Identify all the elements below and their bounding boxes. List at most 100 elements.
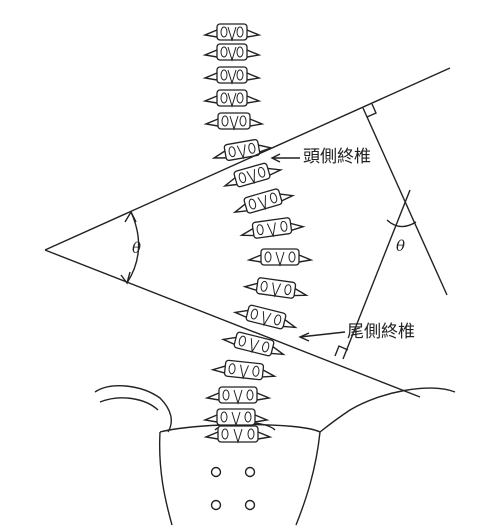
vertebra-6	[211, 138, 274, 162]
vertebra-process-right	[298, 254, 314, 263]
vertebra-process-right	[249, 118, 265, 127]
vertebra-spinous	[262, 311, 272, 327]
vertebra-pedicle-right	[252, 365, 260, 377]
vertebra-10	[246, 248, 314, 267]
vertebra-spinous	[227, 26, 237, 42]
vertebra-body	[260, 248, 300, 266]
vertebra-body	[251, 217, 293, 239]
sacral-foramen-1	[210, 466, 222, 478]
vertebra-process-right	[257, 431, 273, 440]
vertebra-body	[217, 112, 251, 130]
vertebra-pedicle-left	[228, 146, 236, 158]
vertebra-process-left	[242, 282, 258, 291]
vertebra-pedicle-right	[244, 411, 252, 423]
angle-theta-right: θ	[396, 237, 406, 255]
vertebra-17	[203, 425, 273, 444]
vertebra-process-right	[271, 346, 286, 356]
vertebra-pedicle-left	[221, 115, 229, 127]
vertebra-process-right	[254, 414, 270, 423]
vertebra-process-right	[279, 193, 296, 202]
vertebra-process-right	[246, 72, 262, 81]
vertebra-process-left	[222, 177, 238, 187]
caudal-endplate-label: 尾側終椎	[347, 322, 415, 342]
vertebra-pedicle-left	[238, 172, 247, 184]
vertebra-5	[203, 112, 265, 131]
left-arc-arrow-bottom	[120, 271, 131, 285]
vertebral-column	[202, 23, 314, 444]
vertebra-16	[202, 408, 270, 427]
vertebra-spinous	[240, 364, 249, 380]
vertebra-spinous	[275, 251, 285, 267]
vertebra-spinous	[236, 144, 246, 160]
vertebra-process-right	[246, 95, 262, 104]
sacral-foramen-3	[210, 499, 222, 511]
vertebra-spinous	[233, 389, 243, 405]
vertebra-pedicle-right	[280, 220, 288, 232]
right-angle-arc	[386, 219, 417, 228]
vertebra-pedicle-left	[256, 224, 264, 236]
vertebra-process-right	[283, 319, 298, 329]
vertebra-8	[232, 188, 296, 214]
vertebra-pedicle-left	[220, 411, 228, 423]
vertebra-pedicle-left	[238, 335, 247, 347]
vertebra-spinous	[266, 222, 276, 238]
vertebra-body	[217, 425, 259, 443]
vertebra-7	[222, 162, 284, 188]
cranial-endplate-label: 頭側終椎	[303, 147, 371, 167]
vertebra-process-left	[202, 414, 218, 423]
vertebra-process-left	[202, 72, 218, 81]
sacral-foramina	[210, 466, 256, 511]
vertebra-pedicle-left	[220, 69, 228, 81]
vertebra-11	[242, 277, 309, 299]
vertebra-pedicle-right	[239, 115, 247, 127]
vertebra-process-right	[267, 167, 284, 176]
leader-caudal-arrow	[298, 332, 310, 342]
vertebra-pedicle-right	[236, 26, 244, 38]
vertebra-process-left	[203, 431, 219, 440]
vertebra-body	[218, 386, 258, 404]
vertebra-process-left	[202, 29, 218, 38]
vertebra-spinous	[227, 46, 237, 62]
vertebra-process-left	[202, 49, 218, 58]
caudal-endplate-line	[44, 249, 421, 398]
vertebra-process-left	[232, 309, 249, 318]
vertebra-process-left	[239, 228, 254, 237]
vertebra-process-right	[246, 49, 262, 58]
vertebra-pedicle-right	[273, 314, 282, 326]
vertebra-pedicle-right	[247, 428, 255, 440]
vertebra-2	[202, 43, 262, 62]
right-angle-mark-upper	[366, 103, 377, 118]
cobb-construction	[44, 67, 451, 398]
vertebra-pedicle-left	[222, 389, 230, 401]
vertebra-pedicle-left	[220, 92, 228, 104]
vertebra-body	[255, 277, 297, 299]
vertebra-process-left	[246, 254, 262, 263]
vertebra-process-left	[220, 336, 237, 345]
right-angle-mark-lower	[334, 345, 349, 357]
vertebra-pedicle-left	[228, 363, 236, 375]
vertebra-process-right	[262, 369, 277, 378]
vertebra-1	[202, 23, 262, 42]
vertebra-spinous	[227, 92, 237, 108]
vertebra-pedicle-right	[261, 341, 270, 353]
vertebra-process-left	[232, 203, 248, 214]
vertebra-process-right	[290, 222, 306, 231]
vertebra-process-left	[211, 150, 227, 159]
cranial-endplate-line	[44, 67, 451, 251]
vertebra-spinous	[229, 115, 239, 131]
vertebra-pedicle-right	[236, 46, 244, 58]
vertebra-pedicle-right	[288, 251, 296, 263]
sacral-foramen-4	[244, 499, 256, 511]
vertebra-pedicle-right	[269, 192, 278, 204]
vertebra-process-right	[246, 29, 262, 38]
vertebra-4	[202, 89, 262, 108]
vertebra-13	[220, 331, 286, 357]
vertebra-pedicle-right	[246, 389, 254, 401]
vertebra-pedicle-left	[221, 428, 229, 440]
vertebra-pedicle-right	[236, 92, 244, 104]
vertebra-spinous	[257, 195, 266, 211]
vertebra-pedicle-left	[220, 46, 228, 58]
vertebra-spinous	[227, 69, 237, 85]
